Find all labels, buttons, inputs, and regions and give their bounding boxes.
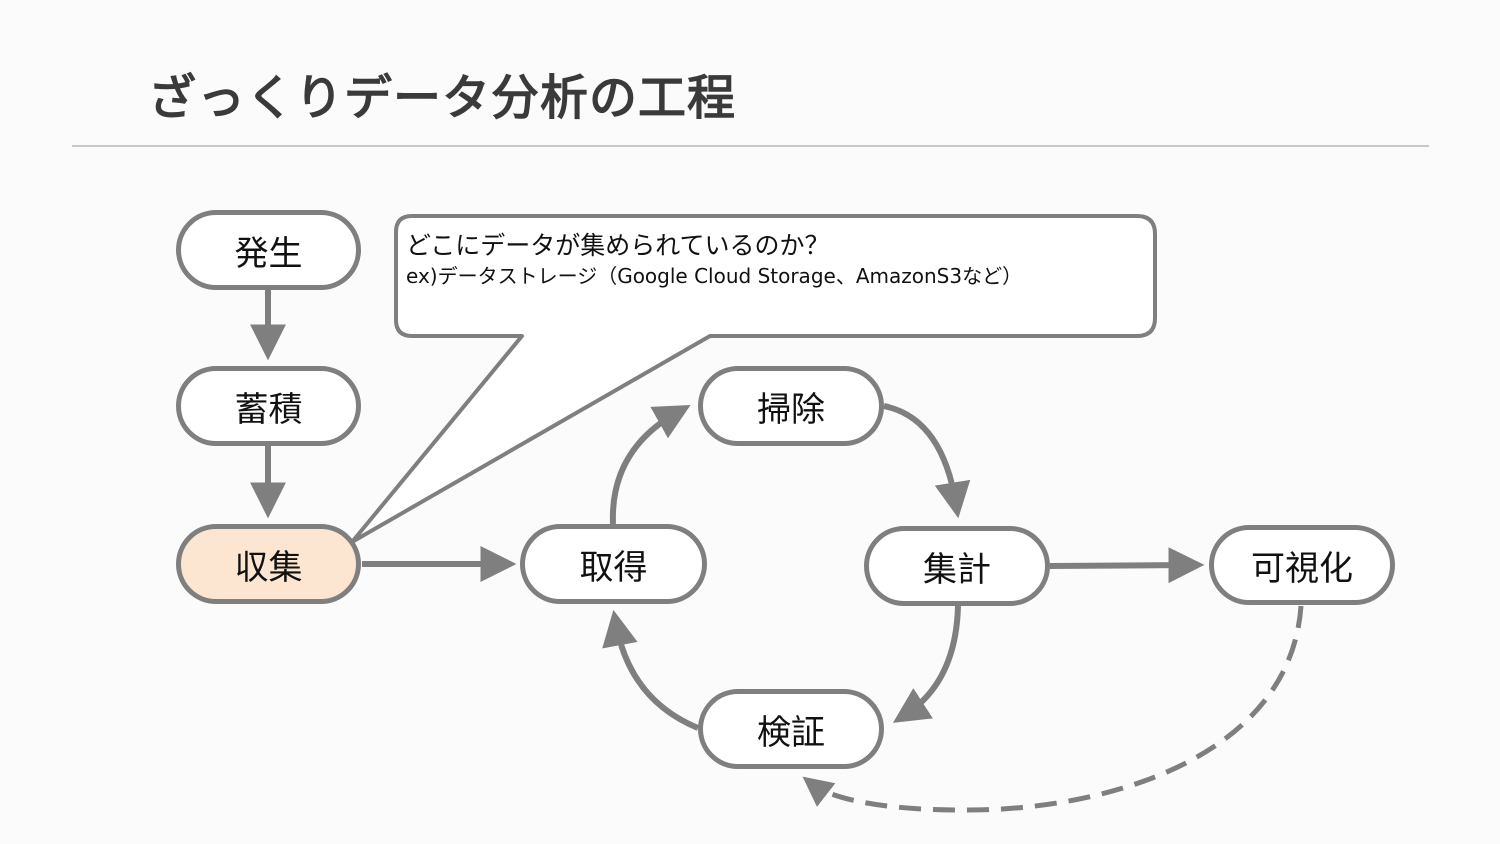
node-verify: 検証	[698, 689, 884, 769]
node-generate: 発生	[176, 210, 361, 290]
arrow-cleanse-to-aggregate	[883, 403, 971, 519]
arrow-aggregate-to-visualize	[1049, 547, 1205, 584]
arrow-visualize-to-verify-dashed	[802, 605, 1304, 813]
callout-example: ex)データストレージ（Google Cloud Storage、AmazonS…	[406, 264, 1023, 288]
node-accumulate: 蓄積	[176, 366, 361, 446]
slide-title: ざっくりデータ分析の工程	[148, 70, 737, 126]
node-acquire: 取得	[520, 524, 707, 604]
node-cleanse: 掃除	[698, 366, 884, 446]
arrow-verify-to-acquire	[602, 609, 700, 731]
arrow-acquire-to-cleanse	[609, 404, 691, 525]
arrow-aggregate-to-verify	[892, 605, 961, 723]
callout-bubble	[350, 214, 1157, 544]
node-visualize: 可視化	[1209, 525, 1395, 605]
node-aggregate: 集計	[864, 526, 1050, 606]
node-collect: 収集	[176, 524, 361, 604]
callout-question: どこにデータが集められているのか？	[406, 231, 830, 260]
callout-text: どこにデータが集められているのか？ ex)データストレージ（Google Clo…	[406, 230, 1126, 290]
title-divider	[72, 145, 1429, 147]
